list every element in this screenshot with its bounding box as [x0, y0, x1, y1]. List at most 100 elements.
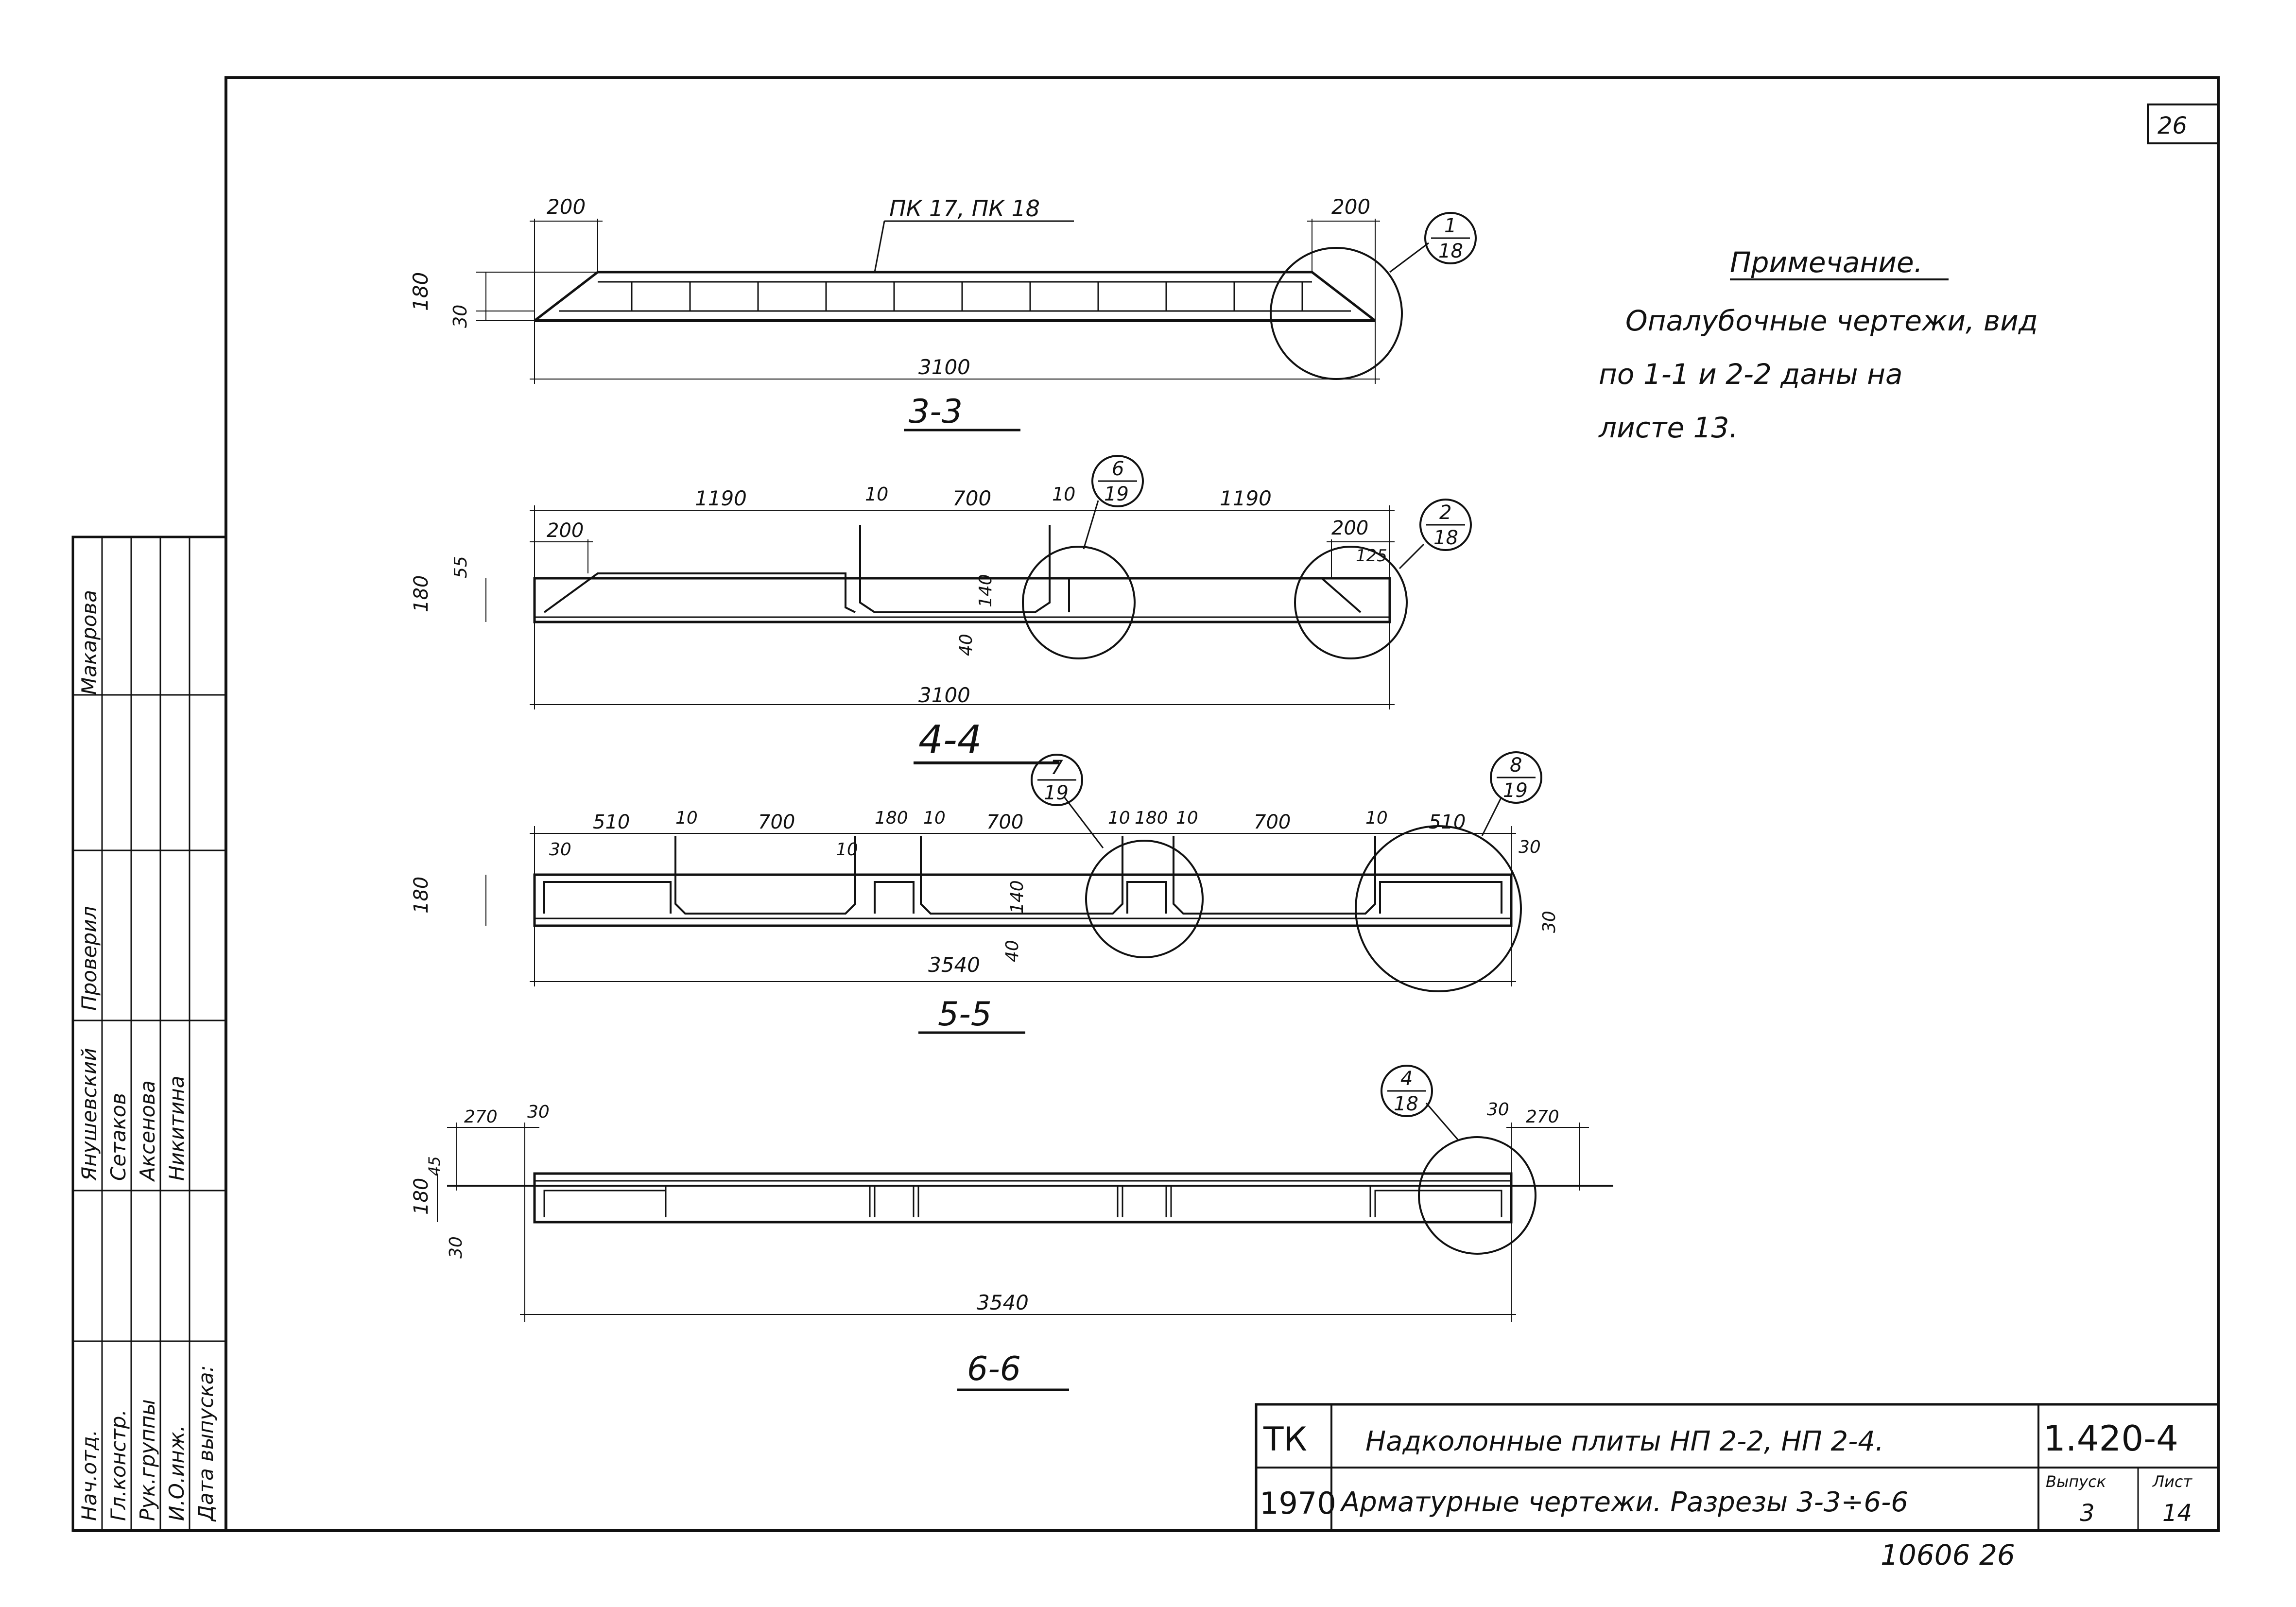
s66-callout-den: 18 — [1394, 1093, 1418, 1115]
s33-dim-left: 200 — [547, 195, 586, 219]
s55-h: 10 — [1108, 808, 1130, 828]
side-name-1: Янушевский — [77, 1048, 101, 1181]
s55-c2-num: 8 — [1510, 754, 1522, 777]
s44-d2: 10 — [865, 484, 888, 505]
s44-total: 3100 — [918, 683, 970, 707]
side-role-2: Гл.констр. — [106, 1409, 130, 1521]
s66-h30: 30 — [446, 1236, 466, 1259]
s55-right30: 30 — [1519, 837, 1541, 857]
s66-l30: 30 — [527, 1102, 550, 1122]
section-3-3: 200 200 3100 180 30 ПК 17, ПК 18 1 18 3-… — [409, 195, 1477, 432]
s55-g: 700 — [986, 811, 1023, 833]
s44-c1-den: 19 — [1104, 483, 1129, 505]
s66-h45: 45 — [425, 1156, 444, 1176]
s66-title: 6-6 — [967, 1350, 1021, 1388]
s55-total: 3540 — [928, 953, 980, 977]
note-line-2: по 1-1 и 2-2 даны на — [1599, 358, 1903, 391]
s55-callout-1 — [1031, 754, 1083, 806]
s33-dim-total: 3100 — [918, 355, 970, 379]
stamp-title-1: Надколонные плиты НП 2-2, НП 2-4. — [1365, 1426, 1884, 1457]
side-checked-by: Макарова — [77, 590, 101, 695]
footer-code: 10606 26 — [1881, 1538, 2015, 1572]
s55-l: 10 — [1365, 808, 1388, 828]
s44-d1: 1190 — [695, 486, 747, 510]
s55-h140: 140 — [1007, 880, 1027, 914]
section-6-6: 270 30 30 270 45 180 30 3540 4 18 6-6 — [410, 1065, 1613, 1391]
side-checked-label: Проверил — [77, 906, 101, 1011]
s55-k: 700 — [1254, 811, 1291, 833]
note-line-3: листе 13. — [1598, 411, 1738, 444]
s66-r270: 270 — [1526, 1107, 1559, 1127]
s66-r30: 30 — [1487, 1100, 1509, 1120]
note-line-1: Опалубочные чертежи, вид — [1625, 304, 2038, 337]
s55-d: 10 — [836, 840, 858, 860]
side-role-3: Рук.группы — [136, 1399, 159, 1521]
stamp-sheet-label: Лист — [2152, 1472, 2192, 1491]
s44-c1-num: 6 — [1112, 458, 1124, 480]
s55-r30: 30 — [1539, 911, 1559, 933]
s55-c: 700 — [758, 811, 795, 833]
s44-h55: 55 — [451, 556, 471, 578]
note-block: Примечание. Опалубочные чертежи, вид по … — [1598, 246, 2038, 444]
side-role-1: Нач.отд. — [77, 1430, 101, 1521]
s33-dim-height: 180 — [409, 272, 432, 311]
s33-label: ПК 17, ПК 18 — [889, 195, 1040, 222]
s55-b: 10 — [675, 808, 698, 828]
s33-dim-right: 200 — [1331, 195, 1370, 219]
s55-f: 10 — [923, 808, 946, 828]
s44-h: 180 — [410, 575, 432, 612]
stamp-org: ТК — [1263, 1420, 1307, 1459]
sheet-number-box — [2147, 104, 2219, 144]
s44-callout-1 — [1091, 455, 1144, 507]
section-5-5: 510 10 700 10 180 10 700 10 180 10 700 1… — [410, 751, 1559, 1034]
s55-title: 5-5 — [938, 995, 992, 1034]
side-name-3: Аксенова — [136, 1080, 159, 1182]
s33-dim-thick: 30 — [449, 305, 471, 328]
stamp-code: 1.420-4 — [2043, 1418, 2178, 1459]
s66-callout — [1381, 1065, 1433, 1117]
s66-h180: 180 — [410, 1178, 432, 1215]
s44-right: 200 — [1331, 517, 1368, 539]
s55-c1-num: 7 — [1051, 757, 1063, 779]
s44-c2-den: 18 — [1433, 527, 1458, 549]
s33-callout-num: 1 — [1444, 215, 1456, 237]
s55-h40: 40 — [1002, 940, 1022, 962]
side-name-4: Никитина — [165, 1075, 189, 1181]
sheet-number: 26 — [2158, 112, 2187, 139]
s44-c2-num: 2 — [1439, 501, 1451, 524]
s55-h180: 180 — [410, 877, 432, 914]
s44-h40: 40 — [956, 634, 976, 656]
side-role-4: И.О.инж. — [165, 1425, 189, 1521]
title-block: ТК 1970 Надколонные плиты НП 2-2, НП 2-4… — [1255, 1403, 2220, 1572]
section-4-4: 1190 10 700 10 1190 200 200 125 3100 180… — [410, 455, 1472, 764]
stamp-issue: 3 — [2080, 1500, 2095, 1527]
stamp-issue-label: Выпуск — [2046, 1472, 2106, 1491]
s55-callout-2 — [1490, 751, 1542, 804]
stamp-title-2: Арматурные чертежи. Разрезы 3-3÷6-6 — [1340, 1486, 1908, 1518]
s55-left30: 30 — [549, 840, 571, 860]
s55-e: 180 — [875, 808, 908, 828]
s44-left: 200 — [547, 519, 584, 542]
s66-total: 3540 — [977, 1291, 1029, 1314]
s55-c2-den: 19 — [1503, 779, 1528, 802]
note-title: Примечание. — [1730, 246, 1923, 279]
s55-i: 180 — [1135, 808, 1168, 828]
stamp-year: 1970 — [1260, 1486, 1336, 1521]
s44-d5: 1190 — [1220, 486, 1272, 510]
s44-title: 4-4 — [918, 717, 982, 762]
s33-title: 3-3 — [909, 393, 963, 431]
side-approval-table: Нач.отд. Янушевский Проверил Макарова Гл… — [71, 536, 227, 1532]
s44-d3: 700 — [952, 486, 991, 510]
s44-h140: 140 — [976, 574, 996, 607]
side-role-5: Дата выпуска: — [194, 1365, 218, 1522]
s44-callout-2 — [1419, 499, 1472, 551]
s55-c1-den: 19 — [1044, 782, 1069, 804]
s66-callout-num: 4 — [1400, 1068, 1413, 1090]
stamp-sheet: 14 — [2162, 1500, 2192, 1527]
s44-d4: 10 — [1052, 484, 1075, 505]
s33-callout-den: 18 — [1438, 240, 1463, 262]
s55-j: 10 — [1176, 808, 1198, 828]
s55-a: 510 — [593, 811, 630, 833]
side-name-2: Сетаков — [106, 1093, 130, 1181]
